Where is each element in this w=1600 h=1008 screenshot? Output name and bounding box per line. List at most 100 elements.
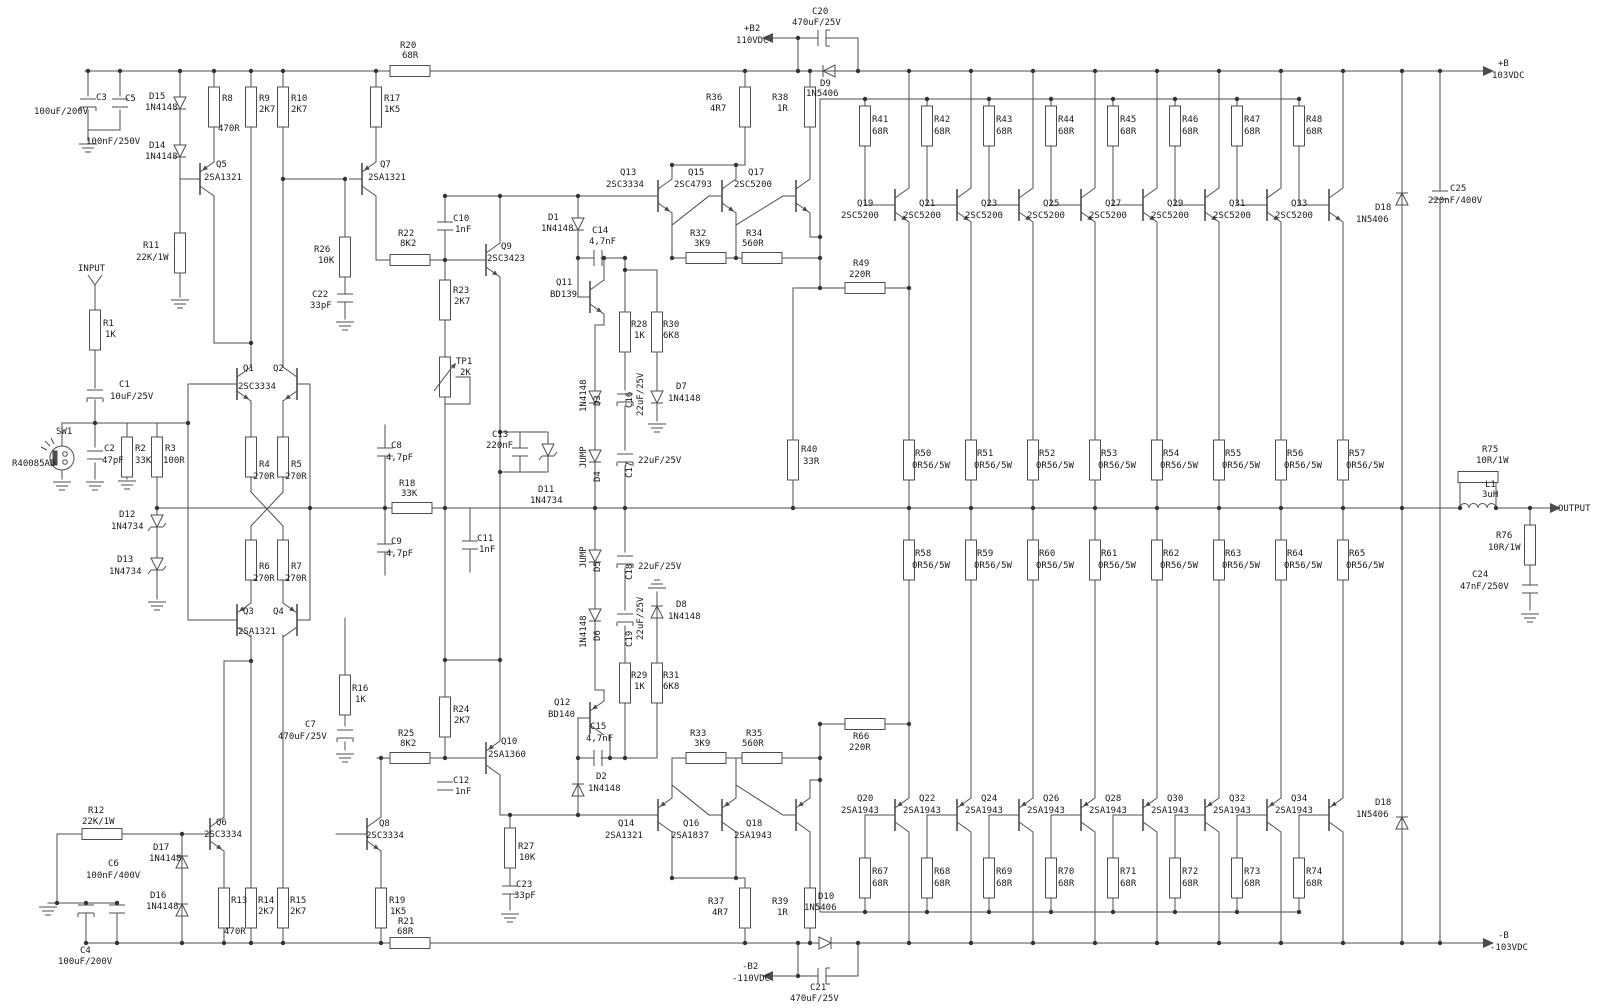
resistor: [277, 539, 289, 581]
resistor: [787, 439, 799, 481]
component-label: 2K: [460, 368, 471, 378]
component-label: 0R56/5W: [974, 461, 1013, 471]
component-label: Q16: [683, 819, 699, 829]
resistor: [903, 539, 915, 581]
resistor: [1213, 439, 1225, 481]
capacitor: [377, 543, 393, 553]
component-label: R30: [663, 320, 679, 330]
component-label: 1N4148: [668, 612, 701, 622]
component-label: D11: [538, 485, 554, 495]
resistor: [277, 436, 289, 478]
resistor: [174, 232, 186, 274]
component-label: 0R56/5W: [1346, 461, 1385, 471]
component-label: D18: [1375, 798, 1391, 808]
component-label: C1: [119, 380, 130, 390]
component-label: 2SA1321: [605, 831, 643, 841]
component-label: 560R: [742, 739, 764, 749]
component-label: R20: [400, 41, 416, 51]
component-label: R7: [291, 562, 302, 572]
component-label: 1N4734: [109, 567, 142, 577]
resistor: [1151, 539, 1163, 581]
component-label: 2K7: [290, 907, 306, 917]
resistor: [218, 887, 230, 929]
npn-transistor: [709, 178, 737, 214]
component-label: 68R: [1120, 127, 1137, 137]
component-label: D12: [119, 510, 135, 520]
component-label: 0R56/5W: [1346, 561, 1385, 571]
component-label: R4: [259, 460, 270, 470]
component-label: 2SC5200: [1151, 211, 1189, 221]
component-label: 68R: [1244, 879, 1261, 889]
component-label: C9: [391, 537, 402, 547]
npn-transistor: [1316, 187, 1344, 223]
component-label: R73: [1244, 867, 1260, 877]
component-label: Q8: [379, 819, 390, 829]
resistor: [1169, 857, 1181, 899]
resistor: [1293, 105, 1305, 147]
wires: [47, 37, 1547, 977]
resistor: [208, 86, 220, 128]
component-label: 1N4734: [530, 496, 563, 506]
component-label: 2SA1943: [734, 831, 772, 841]
component-label: 1nF: [455, 787, 471, 797]
npn-transistor: [354, 816, 382, 852]
diode: [588, 607, 602, 627]
component-label: 4,7pF: [386, 453, 413, 463]
component-label: 68R: [872, 127, 889, 137]
ground-symbol: [648, 423, 666, 433]
resistor: [651, 662, 663, 704]
resistor: [245, 86, 257, 128]
component-label: R28: [631, 320, 647, 330]
component-label: 470R: [218, 124, 240, 134]
component-label: 2SA1837: [671, 831, 709, 841]
component-label: 1K: [105, 330, 116, 340]
pnp-transistor: [1254, 797, 1282, 833]
component-label: -110VDC: [732, 974, 770, 984]
component-label: 68R: [1306, 127, 1323, 137]
resistor: [965, 539, 977, 581]
resistor: [1107, 105, 1119, 147]
component-label: C15: [590, 722, 606, 732]
capacitor-electrolytic: [336, 729, 354, 742]
resistor: [1045, 857, 1057, 899]
component-label: R39: [772, 897, 788, 907]
resistor: [685, 752, 727, 764]
component-label: 2SC5200: [903, 211, 941, 221]
component-label: 1N4148: [588, 784, 621, 794]
component-label: Q24: [981, 794, 997, 804]
resistor: [1524, 524, 1536, 566]
component-label: R29: [631, 671, 647, 681]
component-label: R3: [165, 444, 176, 454]
resistor: [1151, 439, 1163, 481]
component-label: 2SC5200: [1275, 211, 1313, 221]
labels: +B103VDC-B-103VDC+B2110VDC-B2-110VDCC204…: [12, 7, 1591, 1004]
component-label: C23: [516, 880, 532, 890]
npn-transistor: [645, 178, 673, 214]
component-label: Q1: [243, 364, 254, 374]
component-label: 22uF/25V: [638, 562, 682, 572]
component-label: 22uF/25V: [638, 456, 682, 466]
component-label: C17: [625, 462, 635, 478]
npn-transistor: [282, 366, 310, 402]
pnp-transistor: [473, 740, 501, 776]
npn-transistor: [1254, 187, 1282, 223]
component-label: -103VDC: [1490, 943, 1528, 953]
component-label: Q31: [1229, 199, 1245, 209]
ground-symbol: [53, 481, 71, 491]
component-label: C3: [96, 93, 107, 103]
component-label: Q12: [554, 698, 570, 708]
component-label: 1N4148: [145, 103, 178, 113]
resistor: [504, 827, 516, 869]
resistor: [277, 887, 289, 929]
component-label: 2SA1943: [965, 806, 1003, 816]
component-label: 2SA1943: [1151, 806, 1189, 816]
component-label: R16: [352, 684, 368, 694]
resistor: [1027, 539, 1039, 581]
component-label: 2SA1943: [1213, 806, 1251, 816]
component-label: R1: [103, 319, 114, 329]
resistor: [389, 752, 431, 764]
component-label: R58: [915, 549, 931, 559]
ground-symbol: [39, 906, 57, 916]
component-label: R57: [1349, 449, 1365, 459]
resistor: [741, 252, 783, 264]
